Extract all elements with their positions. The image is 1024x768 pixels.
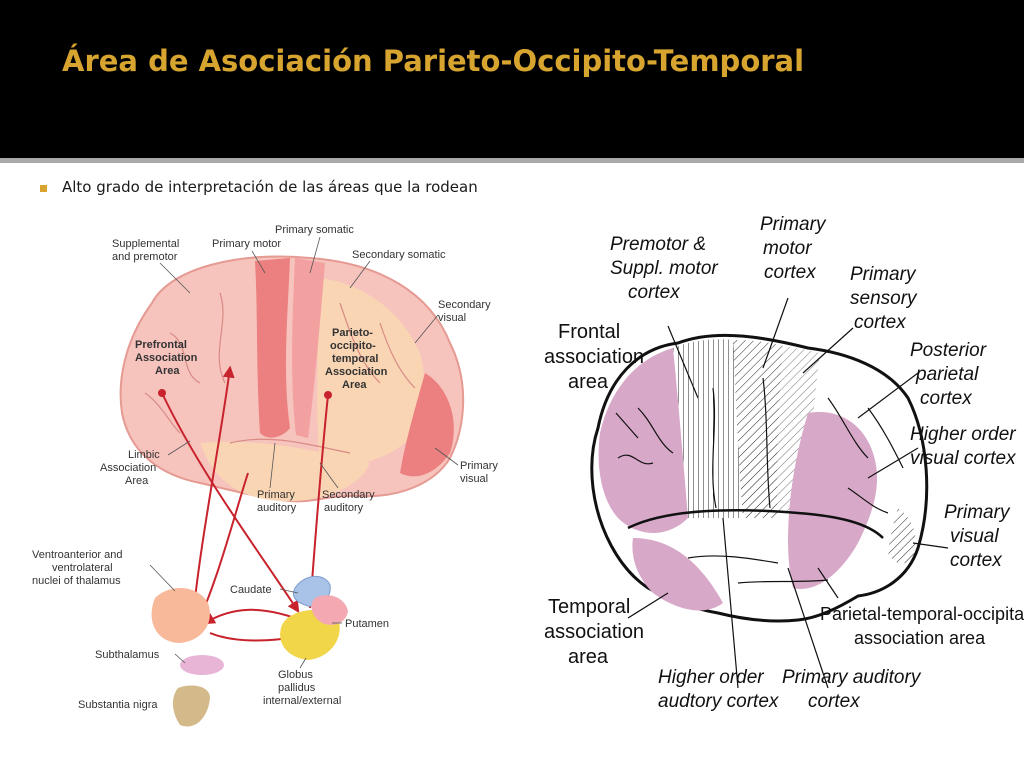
label-ptoa: Parietal-temporal-occipital xyxy=(820,604,1024,624)
label-pot-5: Area xyxy=(342,379,367,391)
label-motor-cortex: cortex xyxy=(764,262,817,283)
premotor-region xyxy=(673,339,743,518)
label-pv-cortex: cortex xyxy=(950,550,1003,571)
label-hoa: Higher order xyxy=(658,667,764,688)
label-visual-cortex: visual cortex xyxy=(910,448,1017,469)
label-primary-somatic: Primary somatic xyxy=(275,224,354,236)
label-premotor: Premotor & xyxy=(610,234,706,255)
label-parietal-cortex: cortex xyxy=(920,388,973,409)
pto-association-region xyxy=(788,412,878,589)
label-primary-auditory-2: auditory xyxy=(257,502,297,514)
bullet-square-icon xyxy=(40,184,47,192)
temporal-lobe xyxy=(200,441,370,502)
label-ventroanterior: Ventroanterior and xyxy=(32,549,123,561)
label-pot-4: Association xyxy=(325,366,388,378)
bullet-text: Alto grado de interpretación de las área… xyxy=(62,178,478,196)
label-secondary-visual: Secondary xyxy=(438,299,491,311)
label-sensory-cortex: cortex xyxy=(854,312,907,333)
label-and-premotor: and premotor xyxy=(112,251,178,263)
label-pa-cortex: cortex xyxy=(808,691,861,712)
label-primary-visual-2: visual xyxy=(460,473,488,485)
label-ventrolateral: ventrolateral xyxy=(52,562,113,574)
label-ptoa-2: association area xyxy=(854,628,986,648)
label-supplemental: Supplemental xyxy=(112,238,179,250)
label-prefrontal-2: Association xyxy=(135,352,198,364)
label-suppl-motor: Suppl. motor xyxy=(610,258,718,279)
putamen-pink-shape xyxy=(311,595,348,625)
label-primary-visual: Primary xyxy=(460,460,498,472)
label-sensory: sensory xyxy=(850,288,918,309)
label-pot: Parieto- xyxy=(332,327,373,339)
substantia-nigra-shape xyxy=(172,685,210,727)
primary-visual-region xyxy=(888,508,916,564)
frontal-association-region xyxy=(598,348,688,533)
label-pot-3: temporal xyxy=(332,353,378,365)
label-frontal: Frontal xyxy=(558,321,620,343)
label-primary-visual: Primary xyxy=(944,502,1011,523)
label-secondary-somatic: Secondary somatic xyxy=(352,249,446,261)
label-secondary-auditory: Secondary xyxy=(322,489,375,501)
bullet-item: Alto grado de interpretación de las área… xyxy=(40,178,478,196)
label-secondary-visual-2: visual xyxy=(438,312,466,324)
label-frontal-association: association xyxy=(544,346,644,368)
label-visual: visual xyxy=(950,526,999,547)
label-audtory-cortex: audtory cortex xyxy=(658,691,780,712)
label-parietal: parietal xyxy=(915,364,979,385)
label-primary-sensory: Primary xyxy=(850,264,917,285)
label-limbic: Limbic xyxy=(128,449,160,461)
label-limbic-2: Association xyxy=(100,462,156,474)
label-frontal-area: area xyxy=(568,371,609,393)
primary-motor-region xyxy=(733,340,783,518)
label-prefrontal-3: Area xyxy=(155,365,180,377)
primary-sensory-region xyxy=(777,346,820,513)
label-subthalamus: Subthalamus xyxy=(95,649,160,661)
slide-content: Alto grado de interpretación de las área… xyxy=(0,163,1024,768)
label-temporal-area: area xyxy=(568,646,609,668)
label-primary-motor: Primary xyxy=(760,214,827,235)
primary-motor-strip xyxy=(255,258,290,438)
label-posterior: Posterior xyxy=(910,340,987,361)
label-limbic-3: Area xyxy=(125,475,149,487)
label-pallidus: pallidus xyxy=(278,682,316,694)
label-temporal: Temporal xyxy=(548,596,630,618)
label-nuclei: nuclei of thalamus xyxy=(32,575,121,587)
label-putamen: Putamen xyxy=(345,618,389,630)
label-higher-order-visual: Higher order xyxy=(910,424,1016,445)
label-pot-2: occipito- xyxy=(330,340,376,352)
label-substantia-nigra: Substantia nigra xyxy=(78,699,158,711)
right-brain-figure: Premotor & Suppl. motor cortex Primary m… xyxy=(544,214,1024,712)
label-internal-external: internal/external xyxy=(263,695,341,707)
label-primary-motor: Primary motor xyxy=(212,238,281,250)
label-primary-auditory: Primary auditory xyxy=(782,667,922,688)
label-globus: Globus xyxy=(278,669,313,681)
label-motor: motor xyxy=(763,238,812,259)
label-premotor-cortex: cortex xyxy=(628,282,681,303)
label-temporal-association: association xyxy=(544,621,644,643)
primary-visual-region xyxy=(400,373,454,477)
primary-somatic-strip xyxy=(292,258,325,438)
temporal-association-region xyxy=(632,538,723,611)
title-divider xyxy=(0,158,1024,163)
label-secondary-auditory-2: auditory xyxy=(324,502,364,514)
left-brain-figure: Primary somatic Supplemental and premoto… xyxy=(32,224,498,727)
thalamus-shape xyxy=(151,587,210,643)
subthalamus-shape xyxy=(180,655,224,675)
label-prefrontal: Prefrontal xyxy=(135,339,187,351)
slide-title: Área de Asociación Parieto-Occipito-Temp… xyxy=(62,44,805,78)
label-primary-auditory: Primary xyxy=(257,489,295,501)
title-bar: Área de Asociación Parieto-Occipito-Temp… xyxy=(0,0,1024,158)
label-caudate: Caudate xyxy=(230,584,272,596)
